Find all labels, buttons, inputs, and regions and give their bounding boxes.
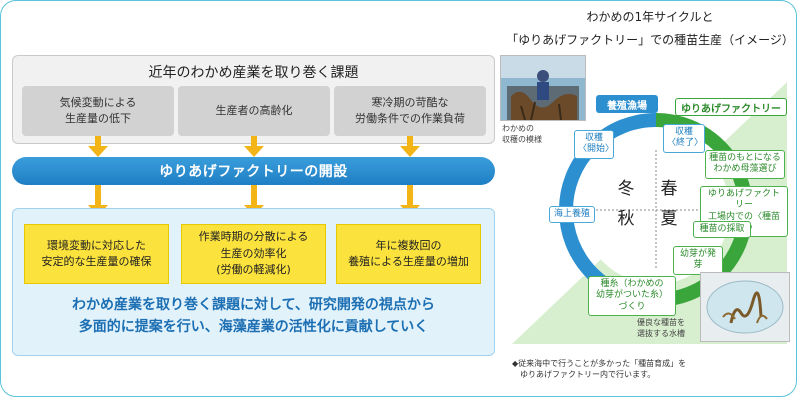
fishery-header: 養殖漁場	[596, 95, 658, 113]
issues-title: 近年のわかめ産業を取り巻く課題	[148, 65, 359, 81]
label-seed-collect: 種苗の採取	[693, 221, 751, 239]
factory-opening-bar: ゆりあげファクトリーの開設	[12, 157, 495, 185]
arrow-shaft	[407, 136, 413, 148]
factory-header: ゆりあげファクトリー	[675, 98, 787, 116]
arrow-down-icon	[88, 146, 108, 157]
footnote: ◆従来海中で行うことが多かった「種苗育成」を ゆりあげファクトリー内で行います。	[512, 359, 687, 380]
label-harvest-end: 収穫 〈終了〉	[663, 124, 705, 153]
conclusion-text: わかめ産業を取り巻く課題に対して、研究開発の視点から 多面的に提案を行い、海藻産…	[72, 297, 435, 336]
label-sprout: 幼芽が発芽	[673, 246, 723, 275]
arrow-shaft	[95, 185, 101, 207]
season-summer: 夏	[660, 209, 678, 229]
label-sea-culture: 海上養殖	[549, 206, 595, 224]
issue-workload: 寒冷期の苛酷な 労働条件での作業負荷	[334, 86, 486, 136]
issue-climate: 気候変動による 生産量の低下	[22, 86, 174, 136]
tank-photo-caption: 優良な種苗を 選抜する水槽	[637, 318, 685, 338]
season-autumn: 秋	[617, 209, 635, 229]
arrow-down-icon	[400, 146, 420, 157]
label-seed-thread: 種糸（わかめの 幼芽がついた糸）づくり	[588, 276, 676, 316]
issue-aging: 生産者の高齢化	[178, 86, 330, 136]
season-spring: 春	[660, 179, 678, 199]
label-harvest-start: 収穫 〈開始〉	[574, 130, 614, 159]
label-mother-select: 種苗のもとになる わかめ母藻選び	[705, 150, 785, 179]
tank-photo	[700, 272, 790, 342]
arrow-shaft	[251, 136, 257, 148]
arrow-shaft	[251, 185, 257, 207]
harvest-photo-caption: わかめの 収穫の模様	[502, 124, 542, 144]
arrow-shaft	[407, 185, 413, 207]
cycle-title: わかめの1年サイクルと 「ゆりあげファクトリー」での種苗生産（イメージ）	[506, 10, 794, 47]
harvest-photo	[500, 55, 586, 121]
result-efficiency: 作業時期の分散による 生産の効率化 (労働の軽減化)	[181, 224, 326, 284]
arrow-shaft	[95, 136, 101, 148]
arrow-down-icon	[244, 146, 264, 157]
season-winter: 冬	[617, 179, 635, 199]
result-stable-production: 環境変動に対応した 安定的な生産量の確保	[24, 224, 169, 284]
result-multiple-cultures: 年に複数回の 養殖による生産量の増加	[336, 224, 481, 284]
